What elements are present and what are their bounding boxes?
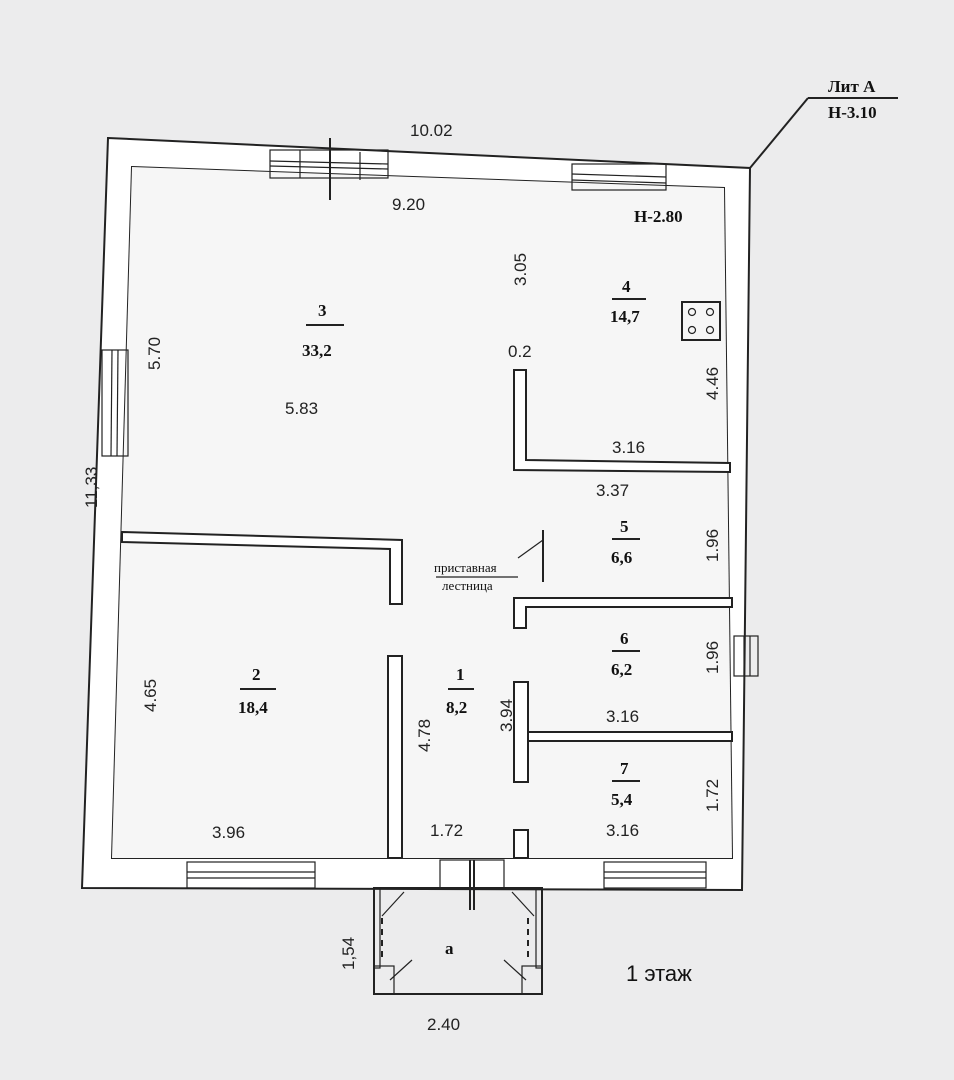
- dim-room2-width: 3.96: [212, 823, 245, 842]
- window-left: [101, 349, 129, 457]
- porch: [373, 887, 543, 995]
- window-right: [733, 635, 759, 677]
- partition-room1-room6-vertical: [513, 681, 529, 783]
- inner-height-label: Н-2.80: [634, 207, 683, 226]
- room7-number: 7: [620, 759, 629, 778]
- room6-area: 6,2: [611, 660, 632, 679]
- dim-porch-width: 2.40: [427, 1015, 460, 1034]
- room4-number: 4: [622, 277, 631, 296]
- dim-room5-width: 3.37: [596, 481, 629, 500]
- window-bottom-right: [603, 861, 707, 889]
- dim-room4-top: 3.05: [511, 253, 530, 286]
- partition-room3-room4: [513, 369, 731, 474]
- dim-room4-width: 3.16: [612, 438, 645, 457]
- dim-room1-width: 1.72: [430, 821, 463, 840]
- outer-height-label: Н-3.10: [828, 103, 877, 122]
- stove-symbol: [681, 301, 721, 341]
- dim-room6-width: 3.16: [606, 707, 639, 726]
- dim-room1-height: 4.78: [415, 719, 434, 752]
- stair-label-line1: приставная: [434, 560, 497, 575]
- dim-room4-height: 4.46: [703, 367, 722, 400]
- dim-left-outer: 11,33: [82, 467, 101, 508]
- room7-area: 5,4: [611, 790, 633, 809]
- room1-area: 8,2: [446, 698, 467, 717]
- interior-floor: [112, 167, 732, 858]
- dim-room6-height: 1.96: [703, 641, 722, 674]
- partition-room3-room2: [121, 530, 403, 605]
- room5-area: 6,6: [611, 548, 632, 567]
- window-bottom-left: [186, 861, 316, 889]
- dim-room2-height: 4.65: [141, 679, 160, 712]
- lit-label: Лит А: [828, 77, 876, 96]
- ladder-symbol: [436, 530, 544, 582]
- dim-room3-width: 5.83: [285, 399, 318, 418]
- dim-porch-height: 1,54: [339, 937, 358, 970]
- porch-label: a: [445, 939, 454, 958]
- window-top-right: [571, 163, 667, 191]
- partition-room6-room7: [527, 731, 733, 742]
- room4-area: 14,7: [610, 307, 640, 326]
- partition-room1-room7-stub: [513, 829, 529, 859]
- room6-number: 6: [620, 629, 629, 648]
- stair-label-line2: лестница: [442, 578, 493, 593]
- partition-room2-room1: [387, 655, 403, 859]
- room1-number: 1: [456, 665, 465, 684]
- dim-mid-height: 3.94: [497, 699, 516, 732]
- room5-number: 5: [620, 517, 629, 536]
- room2-number: 2: [252, 665, 261, 684]
- dim-room5-height: 1.96: [703, 529, 722, 562]
- entrance-door: [439, 859, 505, 910]
- dim-room4-gap: 0.2: [508, 342, 532, 361]
- floor-label: 1 этаж: [626, 961, 692, 986]
- dim-top-inner: 9.20: [392, 195, 425, 214]
- partition-room5-room6: [513, 597, 733, 629]
- dim-room7-width: 3.16: [606, 821, 639, 840]
- room3-number: 3: [318, 301, 327, 320]
- room3-area: 33,2: [302, 341, 332, 360]
- dim-room7-height: 1.72: [703, 779, 722, 812]
- lit-leader: [749, 97, 898, 169]
- dim-top-outer: 10.02: [410, 121, 453, 140]
- dim-room3-height: 5.70: [145, 337, 164, 370]
- window-top-left: [269, 138, 389, 200]
- room2-area: 18,4: [238, 698, 268, 717]
